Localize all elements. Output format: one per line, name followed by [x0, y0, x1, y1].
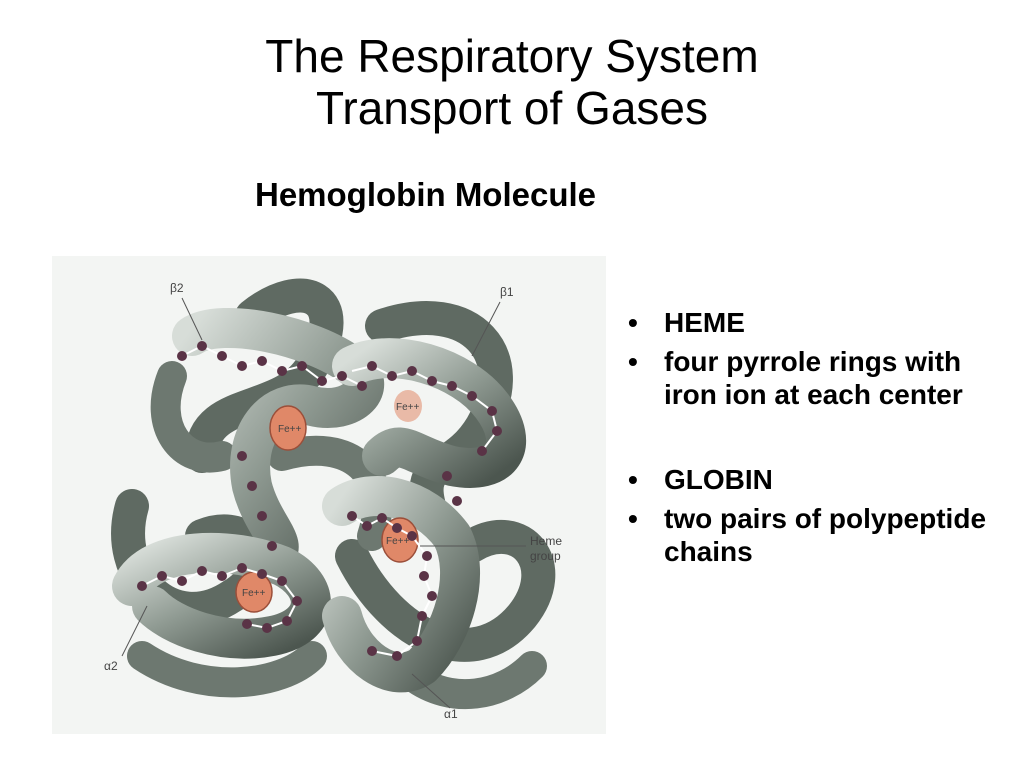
hemoglobin-illustration: β2 β1 α2 α1 Heme group Fe++ Fe++ Fe++ Fe… — [52, 256, 606, 734]
label-iron: Fe++ — [396, 402, 420, 413]
bullet-item: • HEME — [628, 306, 1008, 339]
label-iron: Fe++ — [242, 588, 266, 599]
label-iron: Fe++ — [386, 536, 410, 547]
label-alpha1: α1 — [444, 707, 458, 721]
label-heme-line2: group — [530, 549, 561, 563]
bullet-item: • four pyrrole rings with iron ion at ea… — [628, 345, 1008, 411]
title-line-1: The Respiratory System — [265, 30, 759, 82]
leader-lines — [121, 297, 526, 709]
label-heme-line1: Heme — [530, 534, 562, 548]
bullet-text: GLOBIN — [664, 464, 773, 495]
bullet-marker: • — [628, 346, 638, 377]
bullet-list: • HEME • four pyrrole rings with iron io… — [628, 306, 1008, 574]
label-iron: Fe++ — [278, 424, 302, 435]
bullet-item: • GLOBIN — [628, 463, 1008, 496]
slide-title: The Respiratory System Transport of Gase… — [0, 30, 1024, 134]
bullet-gap — [628, 417, 1008, 463]
atom-dots — [137, 341, 502, 661]
heme-iron-discs — [235, 390, 422, 613]
bullet-text: HEME — [664, 307, 745, 338]
title-line-2: Transport of Gases — [315, 82, 708, 134]
bullet-item: • two pairs of polypeptide chains — [628, 502, 1008, 568]
hemoglobin-drawing: β2 β1 α2 α1 Heme group Fe++ Fe++ Fe++ Fe… — [104, 278, 562, 721]
bullet-marker: • — [628, 464, 638, 495]
heme-disc — [269, 405, 307, 451]
bullet-marker: • — [628, 307, 638, 338]
bullet-marker: • — [628, 503, 638, 534]
label-beta2: β2 — [170, 281, 184, 295]
light-ribbons — [112, 307, 527, 693]
label-alpha2: α2 — [104, 659, 118, 673]
heme-disc — [381, 517, 419, 563]
bullet-text: two pairs of polypeptide chains — [664, 503, 987, 567]
label-beta1: β1 — [500, 285, 514, 299]
bullet-text: four pyrrole rings with iron ion at each… — [664, 346, 963, 410]
heme-disc — [394, 390, 422, 422]
slide-subtitle: Hemoglobin Molecule — [255, 176, 597, 213]
